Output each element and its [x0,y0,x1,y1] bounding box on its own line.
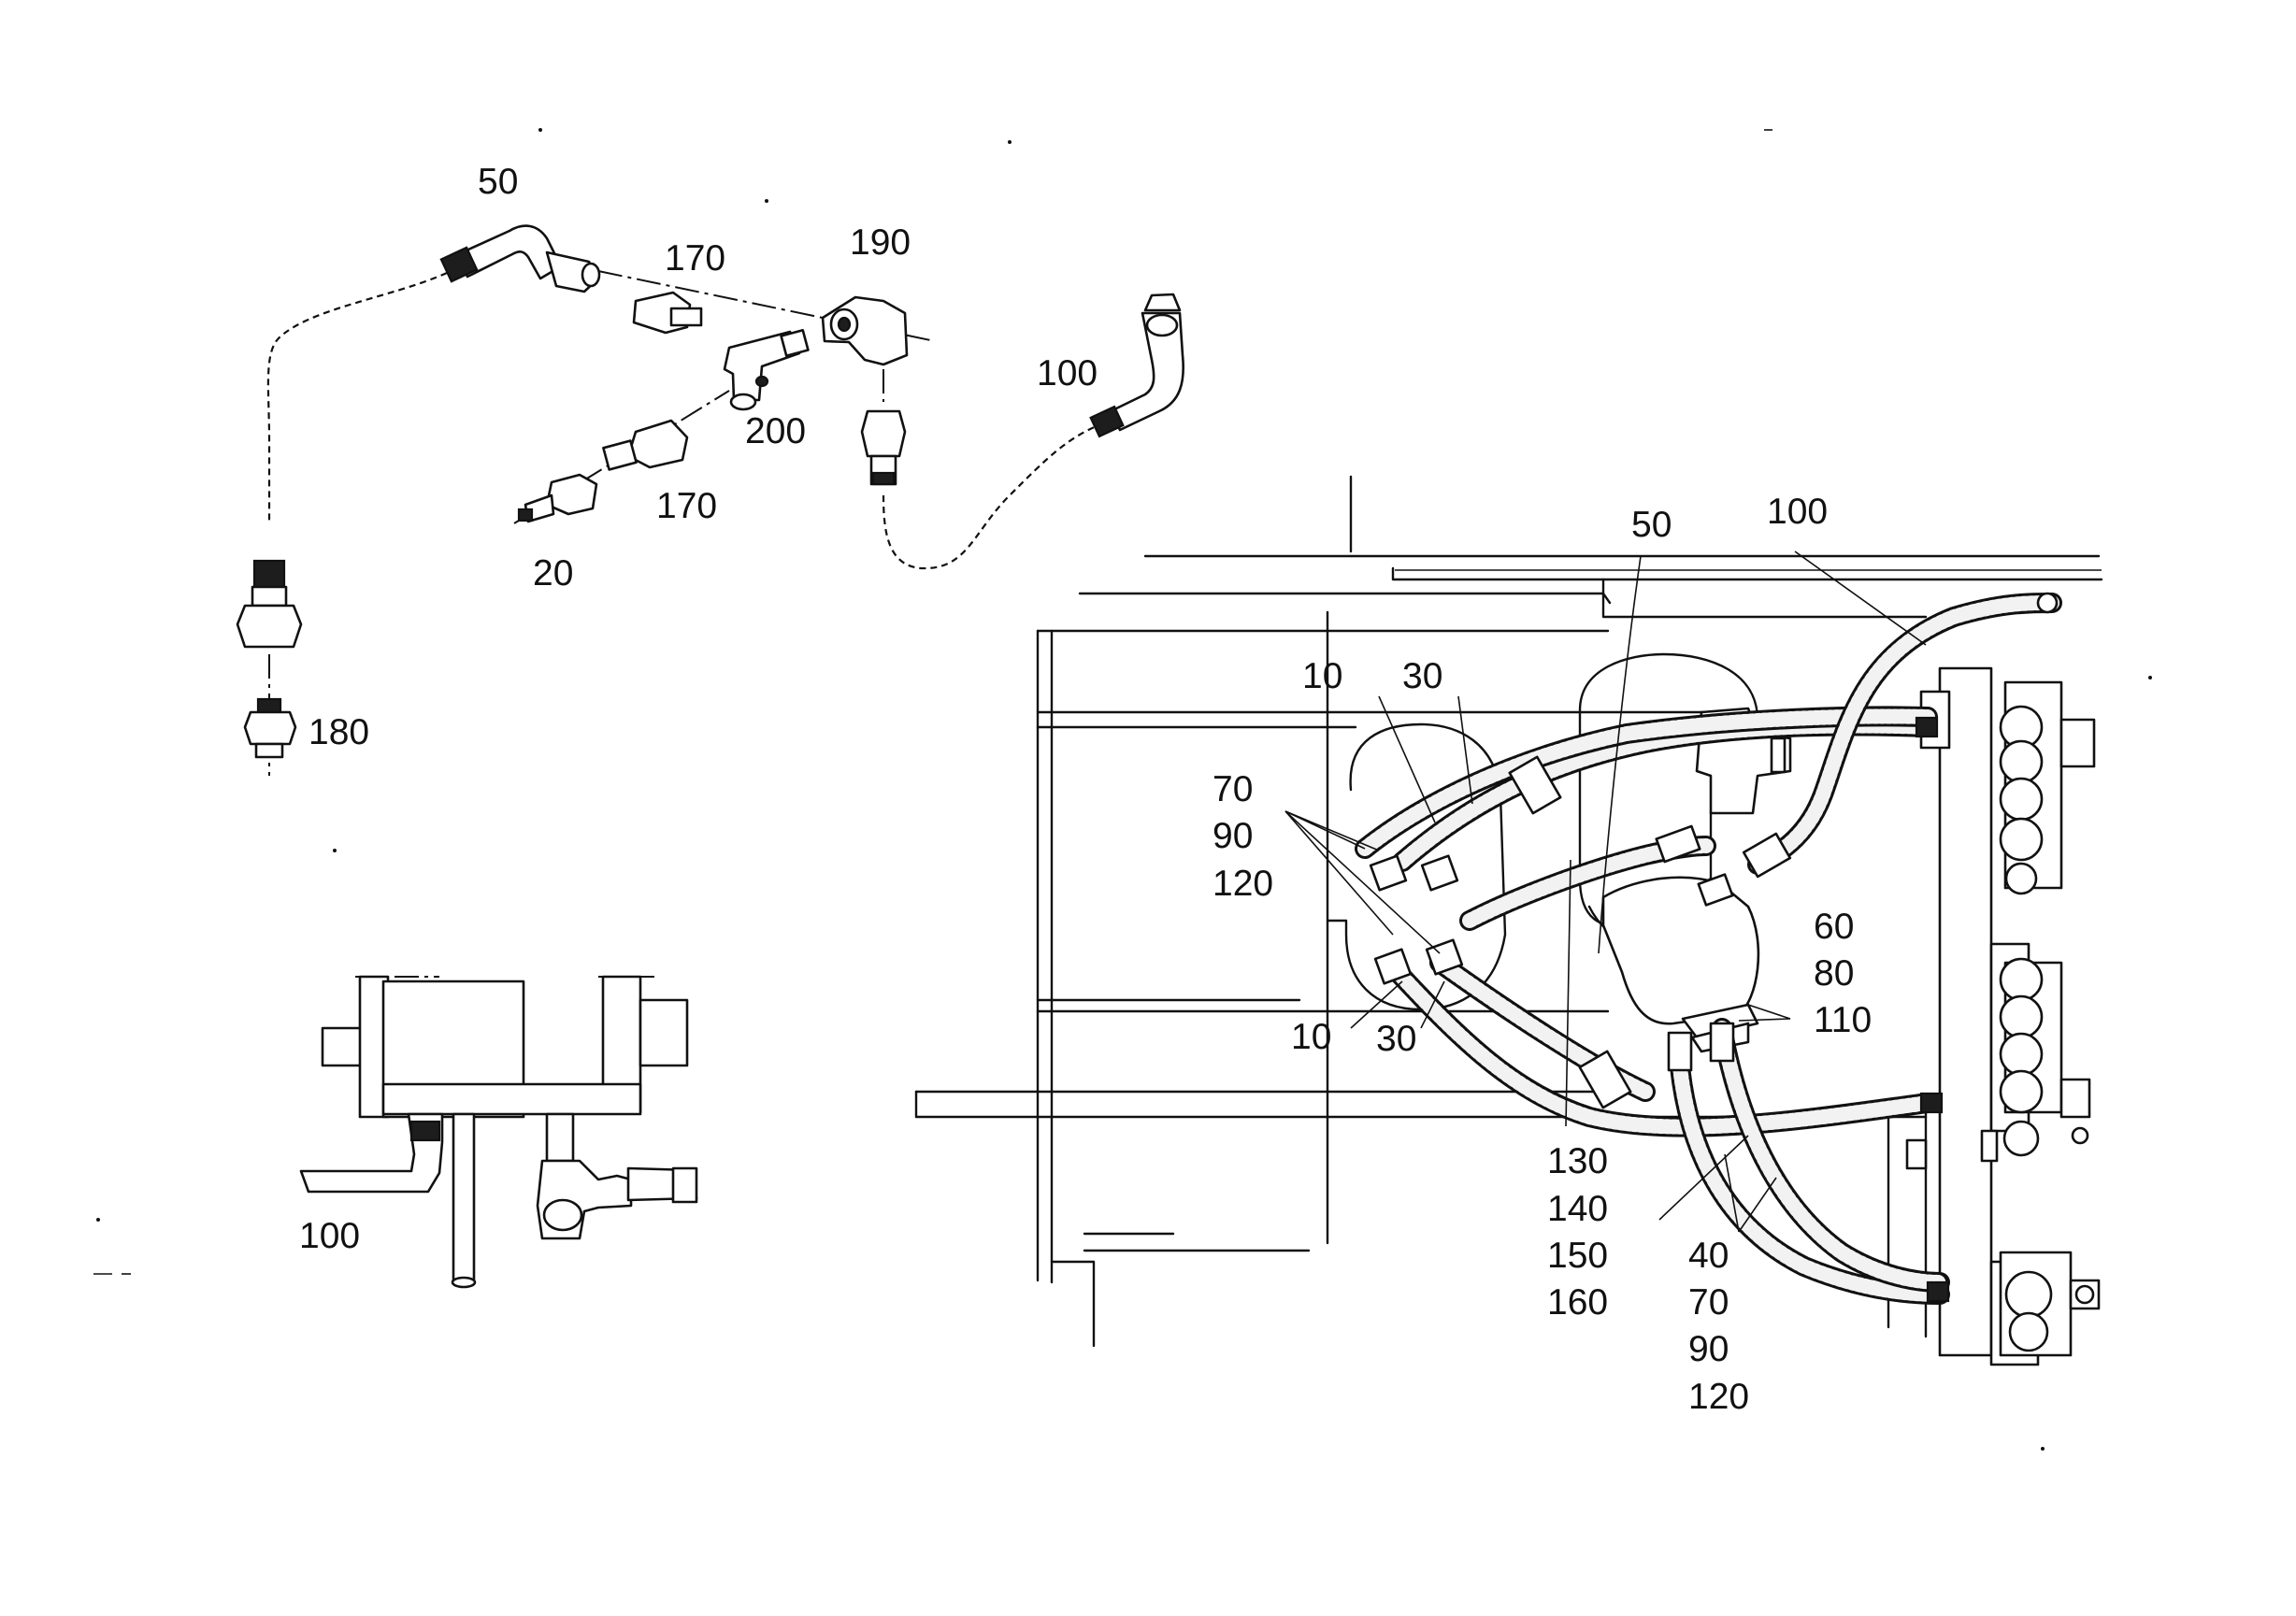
connector-fitting-20 [517,473,598,523]
label-d3-100: 100 [1767,492,1828,532]
label-d2-100: 100 [299,1216,360,1256]
valve-caps-bottom [2004,1270,2053,1352]
label-d3-140: 140 [1547,1189,1608,1229]
label-d3-70-lower: 70 [1688,1282,1729,1323]
manifold-bar [381,1082,642,1116]
elbow-fitting-50 [439,224,601,293]
label-d3-120-lower: 120 [1688,1377,1749,1417]
hose-fittings [1369,592,2059,1303]
label-d3-150: 150 [1547,1236,1608,1276]
valve-caps-upper [1999,705,2044,895]
valve-block-bank [1905,666,2101,1366]
valve-caps-lower [1999,957,2044,1157]
label-d1-50: 50 [478,162,518,202]
label-d1-180: 180 [309,712,369,752]
label-d1-170-upper: 170 [665,238,725,279]
tee-fitting-200 [723,328,810,411]
threaded-fitting-180 [243,697,297,759]
union-nut-190 [860,409,907,486]
threaded-fitting-upper [236,559,303,649]
label-d1-200: 200 [745,411,806,451]
label-d3-90-upper: 90 [1213,816,1253,856]
label-d3-70-upper: 70 [1213,769,1253,809]
pipe-right [882,423,1099,570]
label-d3-90-lower: 90 [1688,1329,1729,1369]
part-labels: 50 170 190 100 200 170 20 180 100 50 100… [299,162,1872,1417]
scan-specks [93,128,2152,1451]
label-d3-120-upper: 120 [1213,864,1273,904]
filter-canister [1601,876,1760,1053]
label-d3-160: 160 [1547,1282,1608,1323]
adapter-fitting-170-upper [632,291,703,335]
label-d3-10-lower: 10 [1291,1017,1331,1057]
label-d3-40: 40 [1688,1236,1729,1276]
main-assembly-view [914,475,2103,1366]
label-d3-30-upper: 30 [1402,656,1442,696]
valve-rail [1938,666,1993,1357]
label-d3-110: 110 [1814,1000,1872,1040]
label-d3-50: 50 [1631,505,1672,545]
elbow-fitting-190 [821,295,909,366]
label-d1-20: 20 [533,553,573,593]
label-d3-80: 80 [1814,953,1854,994]
elbow-fitting-100 [1089,293,1184,438]
hoses [1355,593,2062,1305]
label-d3-30-lower: 30 [1376,1019,1416,1059]
block-right-step [639,998,689,1067]
adapter-fitting-170-lower [602,419,689,471]
leader-lines [1284,551,1927,1233]
side-tee [536,1112,698,1240]
label-d1-100: 100 [1037,353,1098,393]
label-d3-130: 130 [1547,1141,1608,1181]
label-d3-60: 60 [1814,907,1854,947]
pipe-left [266,271,448,523]
label-d1-170-lower: 170 [656,486,717,526]
label-d1-190: 190 [850,222,911,263]
exploded-fittings-view [236,224,1184,776]
hose-elbow-100 [299,1112,444,1194]
label-d3-10-upper: 10 [1302,656,1342,696]
straight-pipe [452,1112,476,1284]
side-view [299,975,698,1289]
